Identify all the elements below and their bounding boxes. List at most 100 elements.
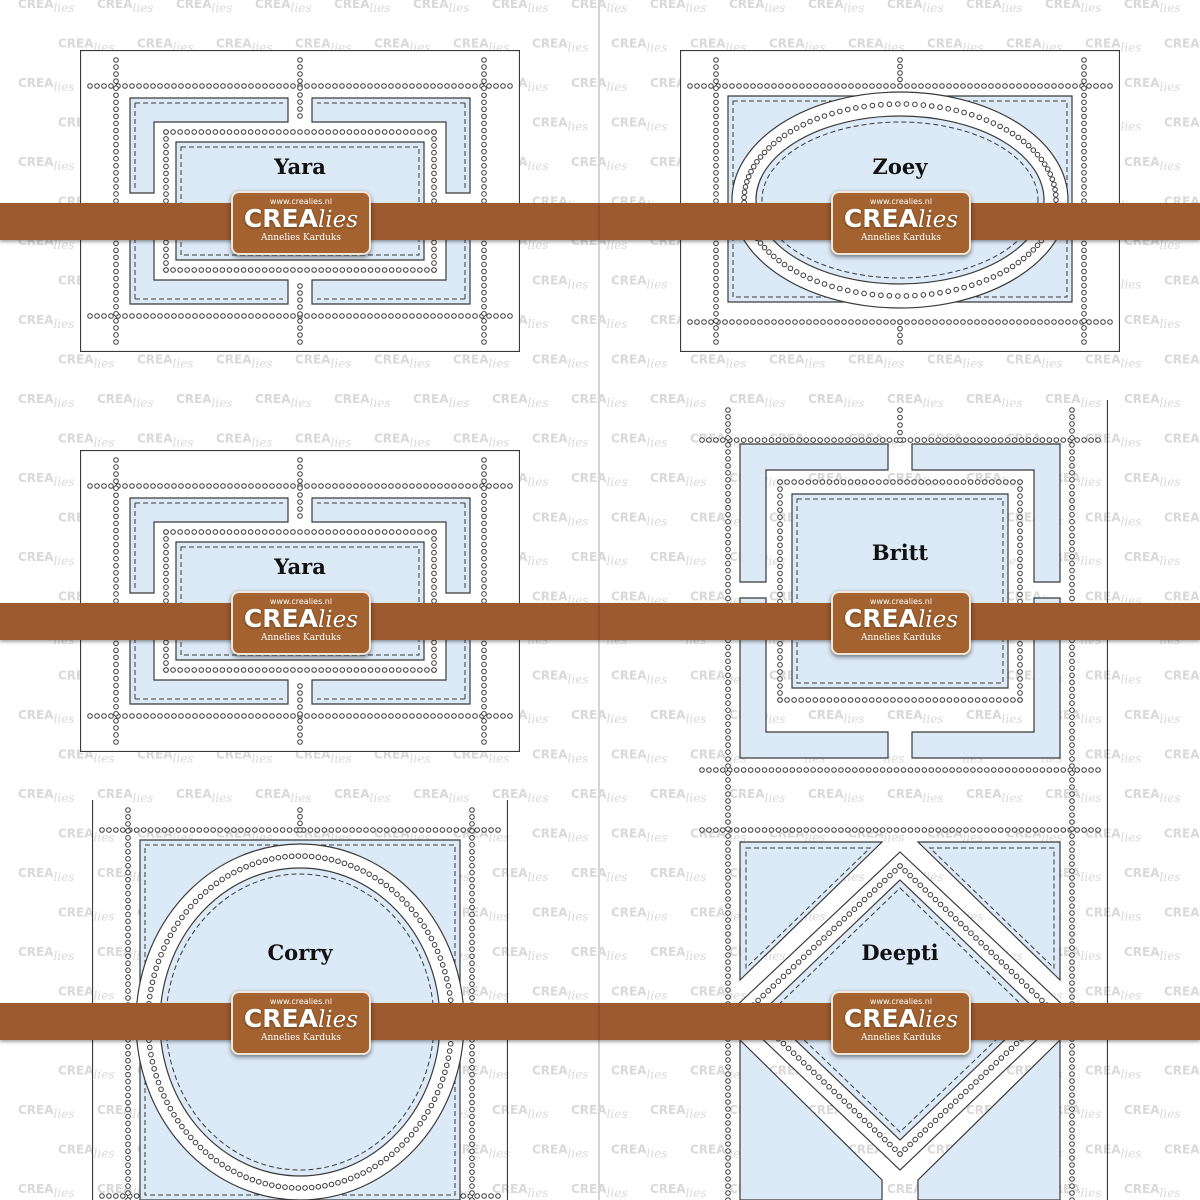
watermark-text: CREAlies [492, 1103, 548, 1121]
watermark-text: CREAlies [1164, 432, 1200, 450]
watermark-text: CREAlies [374, 432, 430, 450]
watermark-text: CREAlies [808, 0, 864, 15]
logo-brand: CREAlies [843, 204, 959, 233]
watermark-text: CREAlies [1164, 37, 1200, 55]
watermark-text: CREAlies [18, 0, 74, 15]
watermark-text: CREAlies [295, 432, 351, 450]
card-name-label: Zoey [872, 154, 928, 179]
watermark-text: CREAlies [611, 37, 667, 55]
watermark-text: CREAlies [216, 748, 272, 766]
watermark-text: CREAlies [453, 432, 509, 450]
watermark-text: CREAlies [492, 945, 548, 963]
watermark-text: CREAlies [1085, 1143, 1141, 1161]
card-britt: Britt [692, 400, 1108, 780]
perforation-dots [777, 479, 1023, 485]
watermark-text: CREAlies [413, 0, 469, 15]
watermark-text: CREAlies [492, 787, 548, 805]
watermark-text: CREAlies [1164, 669, 1200, 687]
watermark-text: CREAlies [966, 392, 1022, 410]
watermark-text: CREAlies [18, 1182, 74, 1200]
watermark-text: CREAlies [18, 76, 74, 94]
watermark-text: CREAlies [295, 353, 351, 371]
perforation-dots [163, 667, 437, 673]
perforation-dots [87, 713, 513, 719]
watermark-text: CREAlies [966, 708, 1022, 726]
watermark-text: CREAlies [137, 748, 193, 766]
perforation-dots [897, 319, 903, 345]
watermark-text: CREAlies [1085, 669, 1141, 687]
logo-brand: CREAlies [243, 604, 359, 633]
stitch-line [317, 614, 466, 700]
watermark-text: CREAlies [927, 353, 983, 371]
perforation-dots [431, 129, 437, 273]
watermark-text: CREAlies [176, 787, 232, 805]
watermark-text: CREAlies [1164, 827, 1200, 845]
card-name-label: Deepti [861, 940, 939, 965]
perforation-dots [897, 407, 903, 443]
logo-brand: CREAlies [843, 604, 959, 633]
watermark-text: CREAlies [650, 550, 706, 568]
watermark-text: CREAlies [887, 708, 943, 726]
watermark-text: CREAlies [611, 669, 667, 687]
logo-designer: Annelies Karduks [860, 1033, 941, 1043]
watermark-text: CREAlies [255, 392, 311, 410]
watermark-text: CREAlies [611, 985, 667, 1003]
die-frame-oval [680, 50, 1120, 352]
watermark-text: CREAlies [650, 787, 706, 805]
watermark-text: CREAlies [887, 0, 943, 15]
perforation-dots [687, 83, 1113, 89]
watermark-text: CREAlies [611, 116, 667, 134]
watermark-text: CREAlies [1085, 1064, 1141, 1082]
watermark-text: CREAlies [650, 1103, 706, 1121]
watermark-text: CREAlies [255, 787, 311, 805]
watermark-text: CREAlies [18, 945, 74, 963]
watermark-text: CREAlies [1085, 353, 1141, 371]
perforation-dots [113, 57, 119, 345]
watermark-text: CREAlies [1124, 708, 1180, 726]
watermark-text: CREAlies [966, 471, 1022, 489]
die-cut-panel [911, 443, 1061, 583]
watermark-text: CREAlies [532, 353, 588, 371]
watermark-text: CREAlies [18, 866, 74, 884]
watermark-text: CREAlies [1085, 432, 1141, 450]
perforation-dots [1069, 407, 1075, 780]
watermark-text: CREAlies [97, 392, 153, 410]
watermark-text: CREAlies [492, 866, 548, 884]
watermark-text: CREAlies [1124, 313, 1180, 331]
watermark-text: CREAlies [413, 787, 469, 805]
perforation-dots [87, 83, 513, 89]
watermark-text: CREAlies [808, 392, 864, 410]
watermark-text: CREAlies [453, 1064, 509, 1082]
perforation-dots [777, 479, 783, 703]
watermark-text: CREAlies [611, 748, 667, 766]
watermark-text: CREAlies [97, 0, 153, 15]
perforation-dots [1017, 479, 1023, 703]
logo-designer: Annelies Karduks [260, 233, 341, 243]
watermark-text: CREAlies [532, 274, 588, 292]
crealies-logo: www.crealies.nl CREAlies Annelies Karduk… [231, 991, 371, 1055]
watermark-text: CREAlies [1124, 945, 1180, 963]
die-cut-panel [739, 443, 889, 583]
logo-url: www.crealies.nl [869, 997, 933, 1006]
watermark-text: CREAlies [1124, 0, 1180, 15]
watermark-text: CREAlies [611, 353, 667, 371]
perforation-dots [87, 313, 513, 319]
watermark-text: CREAlies [18, 471, 74, 489]
watermark-text: CREAlies [58, 432, 114, 450]
stitch-line [745, 847, 872, 970]
stitch-line [144, 844, 456, 1196]
watermark-text: CREAlies [97, 787, 153, 805]
stitch-line [317, 214, 466, 300]
watermark-text: CREAlies [1164, 1064, 1200, 1082]
watermark-text: CREAlies [334, 392, 390, 410]
watermark-text: CREAlies [374, 748, 430, 766]
watermark-text: CREAlies [887, 392, 943, 410]
perforation-dots [297, 457, 303, 519]
watermark-text: CREAlies [453, 748, 509, 766]
crealies-logo: www.crealies.nl CREAlies Annelies Karduk… [231, 191, 371, 255]
watermark-text: CREAlies [729, 787, 785, 805]
watermark-text: CREAlies [58, 748, 114, 766]
watermark-text: CREAlies [650, 866, 706, 884]
watermark-text: CREAlies [58, 985, 114, 1003]
watermark-text: CREAlies [18, 787, 74, 805]
